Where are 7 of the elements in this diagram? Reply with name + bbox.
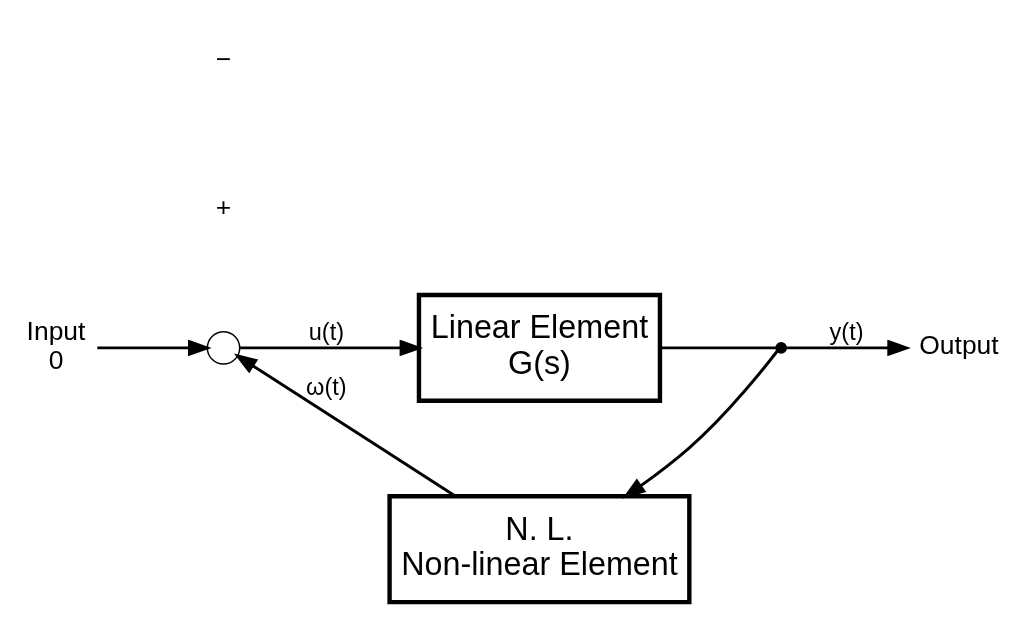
edge-label: y(t)	[829, 318, 864, 345]
label: +	[215, 191, 231, 222]
edge-label: ω(t)	[305, 373, 347, 400]
node-text: Input 0	[26, 315, 85, 375]
node-text: Output	[918, 329, 999, 360]
edge-label: u(t)	[308, 318, 344, 345]
label: −	[215, 43, 231, 74]
